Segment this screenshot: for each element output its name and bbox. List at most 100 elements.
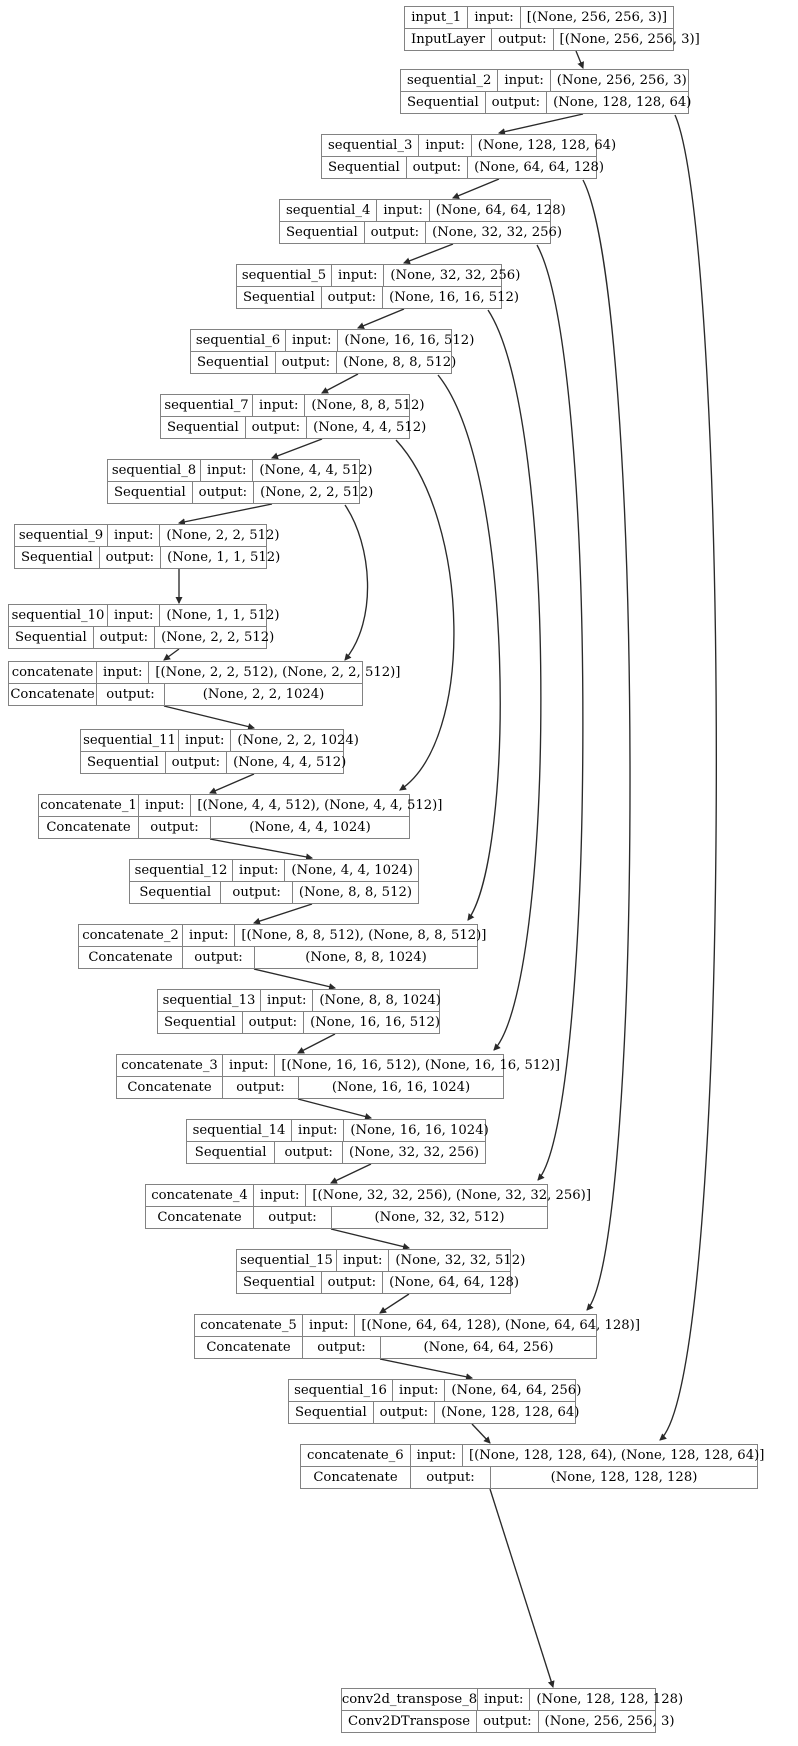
node-layer-name: input_1 bbox=[405, 7, 469, 28]
node-output-label: output: bbox=[322, 1272, 384, 1293]
node-input-label: input: bbox=[223, 1055, 276, 1076]
node-input-shape: (None, 1, 1, 512) bbox=[166, 607, 280, 623]
node-output-shape: (None, 16, 16, 1024) bbox=[331, 1079, 471, 1095]
node-input-label: input: bbox=[498, 70, 551, 91]
node-layer-type: Conv2DTranspose bbox=[342, 1711, 478, 1732]
node-output-shape: (None, 4, 4, 1024) bbox=[249, 819, 371, 835]
node-output-shape: (None, 64, 64, 256) bbox=[423, 1339, 554, 1355]
node-input-label: input: bbox=[253, 395, 306, 416]
node-layer-name: sequential_3 bbox=[322, 135, 420, 156]
node-output-label: output: bbox=[365, 222, 427, 243]
node-input-shape: (None, 8, 8, 512) bbox=[311, 397, 425, 413]
node-input-label: input: bbox=[233, 860, 286, 881]
node-layer-type: InputLayer bbox=[405, 29, 493, 50]
node-input-shape: (None, 32, 32, 512) bbox=[395, 1252, 526, 1268]
node-input-label: input: bbox=[303, 1315, 356, 1336]
node-input-label: input: bbox=[393, 1380, 446, 1401]
node-output-shape: (None, 8, 8, 1024) bbox=[305, 949, 427, 965]
edge-sequential_5-to-concatenate_3 bbox=[487, 309, 542, 1051]
node-input-shape: (None, 32, 32, 256) bbox=[390, 267, 521, 283]
node-layer-type: Sequential bbox=[158, 1012, 243, 1033]
node-output-shape: (None, 64, 64, 128) bbox=[474, 159, 605, 175]
node-layer-name: concatenate_6 bbox=[301, 1445, 411, 1466]
node-output-shape: (None, 32, 32, 256) bbox=[432, 224, 563, 240]
node-output-shape: (None, 64, 64, 128) bbox=[389, 1274, 520, 1290]
node-input-label: input: bbox=[286, 330, 339, 351]
node-input-shape: (None, 16, 16, 1024) bbox=[350, 1122, 489, 1138]
node-layer-name: concatenate_2 bbox=[79, 925, 183, 946]
node-layer-type: Sequential bbox=[15, 547, 100, 568]
node-layer-type: Concatenate bbox=[39, 817, 139, 838]
edge-sequential_3-to-concatenate_5 bbox=[582, 179, 631, 1311]
node-output-shape: (None, 256, 256, 3) bbox=[544, 1713, 675, 1729]
node-output-label: output: bbox=[183, 947, 255, 968]
node-layer-name: sequential_9 bbox=[15, 525, 108, 546]
node-output-label: output: bbox=[94, 627, 156, 648]
node-layer-name: concatenate_3 bbox=[117, 1055, 223, 1076]
edge-concatenate_4-to-sequential_15 bbox=[330, 1228, 411, 1250]
node-output-label: output: bbox=[276, 352, 338, 373]
node-input-shape: [(None, 8, 8, 512), (None, 8, 8, 512)] bbox=[241, 927, 487, 943]
node-input-label: input: bbox=[201, 460, 254, 481]
node-layer-name: sequential_15 bbox=[237, 1250, 337, 1271]
edge-concatenate_6-to-conv2d_transpose_8 bbox=[489, 1488, 555, 1689]
node-input-label: input: bbox=[377, 200, 430, 221]
node-input-label: input: bbox=[139, 795, 192, 816]
edge-sequential_7-to-concatenate_1 bbox=[395, 439, 455, 791]
node-input-shape: [(None, 16, 16, 512), (None, 16, 16, 512… bbox=[281, 1057, 560, 1073]
node-layer-name: sequential_11 bbox=[81, 730, 179, 751]
edge-input_1-to-sequential_2 bbox=[575, 50, 584, 69]
node-input-shape: (None, 16, 16, 512) bbox=[344, 332, 475, 348]
node-input-shape: (None, 128, 128, 64) bbox=[477, 137, 617, 153]
node-layer-name: conv2d_transpose_8 bbox=[342, 1689, 478, 1710]
node-output-shape: (None, 4, 4, 512) bbox=[313, 419, 427, 435]
node-output-shape: (None, 8, 8, 512) bbox=[343, 354, 457, 370]
node-output-label: output: bbox=[223, 1077, 299, 1098]
node-layer-type: Sequential bbox=[81, 752, 166, 773]
node-output-label: output: bbox=[275, 1142, 344, 1163]
node-input-shape: [(None, 4, 4, 512), (None, 4, 4, 512)] bbox=[197, 797, 443, 813]
edge-sequential_2-to-concatenate_6 bbox=[659, 114, 717, 1441]
node-output-label: output: bbox=[303, 1337, 381, 1358]
node-layer-type: Sequential bbox=[130, 882, 222, 903]
node-layer-type: Concatenate bbox=[146, 1207, 254, 1228]
node-output-shape: (None, 128, 128, 64) bbox=[553, 94, 692, 110]
node-input-label: input: bbox=[254, 1185, 307, 1206]
